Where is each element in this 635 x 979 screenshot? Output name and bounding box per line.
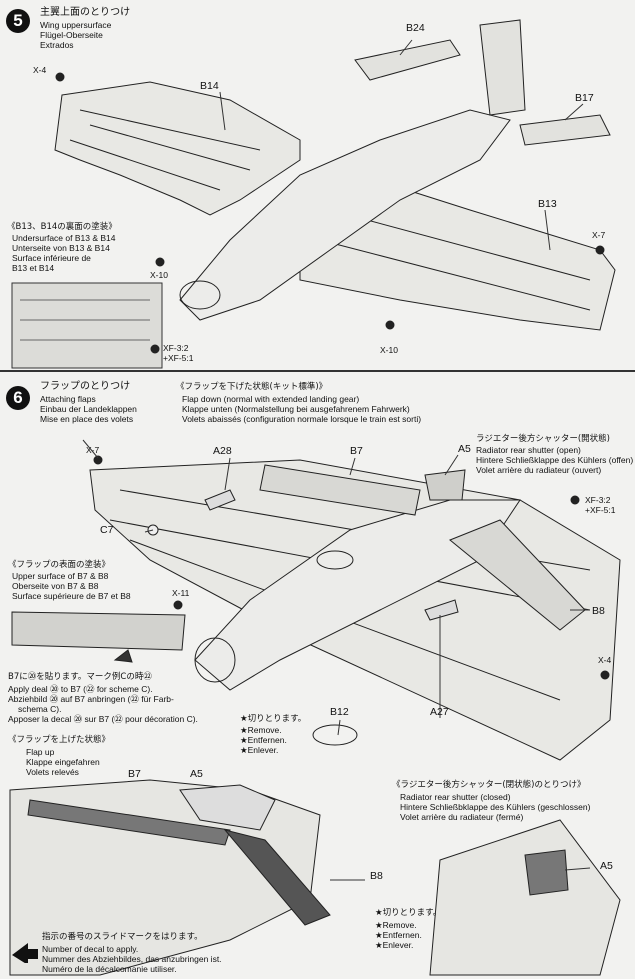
label-x11: X-11 — [172, 588, 190, 598]
flap-paint-jp: 《フラップの表面の塗装》 — [8, 560, 111, 570]
remove2-de: ★Entfernen. — [375, 930, 422, 940]
label-x10-left: X-10 — [150, 270, 168, 280]
step5-title-fr: Extrados — [40, 40, 74, 50]
flap-paint-en: Upper surface of B7 & B8 — [12, 571, 109, 581]
decal-note-jp: B7に⑳を貼ります。マーク例Cの時㉒ — [8, 672, 152, 682]
radiator-open-fr: Volet arrière du radiateur (ouvert) — [476, 465, 602, 475]
label-x7-step6: X-7 — [86, 445, 100, 455]
step6-title-en: Attaching flaps — [40, 394, 96, 404]
tail-drawing — [479, 19, 526, 116]
fuselage-drawing-5 — [179, 109, 511, 321]
decal-legend-en: Number of decal to apply. — [42, 944, 139, 954]
label-x10-right: X-10 — [380, 345, 398, 355]
radiator-closed-en: Radiator rear shutter (closed) — [400, 792, 511, 802]
color-xf32-step6: XF-3:2 — [585, 495, 611, 505]
step-number-5: 5 — [6, 9, 30, 33]
label-b7: B7 — [350, 445, 363, 457]
remove2-en: ★Remove. — [375, 920, 417, 930]
section-divider — [0, 370, 635, 372]
decal-note-fr: Apposer la decal ⑳ sur B7 (㉒ pour décora… — [8, 714, 198, 724]
shutter-a5-drawing — [424, 469, 466, 501]
label-x4-step6: X-4 — [598, 655, 612, 665]
remove-jp: ★切りとります。 — [240, 714, 307, 724]
step6-title-jp: フラップのとりつけ — [40, 381, 131, 392]
radiator-open-jp: ラジエター後方シャッター(開状態) — [476, 434, 610, 444]
decal-legend-de: Nummer des Abziehbildes, das anzubringen… — [42, 954, 222, 964]
paint-note-fr-1: Surface inférieure de — [12, 253, 91, 263]
label-b24: B24 — [406, 22, 425, 34]
color-xf51-step5: +XF-5:1 — [163, 353, 194, 363]
stabilizer-b24-drawing — [354, 39, 461, 81]
flap-down-fr: Volets abaissés (configuration normale l… — [182, 414, 422, 424]
label-a5-closed: A5 — [600, 860, 613, 872]
flap-paint-de: Oberseite von B7 & B8 — [12, 581, 99, 591]
paint-note-jp: 《B13、B14の裏面の塗装》 — [7, 222, 117, 232]
step5-title-de: Flügel-Oberseite — [40, 30, 103, 40]
paint-note-en: Undersurface of B13 & B14 — [12, 233, 116, 243]
stabilizer-b17-drawing — [519, 114, 611, 146]
flap-up-en: Flap up — [26, 747, 55, 757]
label-b8-flap-up: B8 — [370, 870, 383, 882]
remove2-jp: ★切りとります。 — [375, 908, 442, 918]
paint-note-de: Unterseite von B13 & B14 — [12, 243, 110, 253]
remove2-fr: ★Enlever. — [375, 940, 414, 950]
decal-legend-jp: 指示の番号のスライドマークをはります。 — [42, 932, 203, 942]
flap-down-jp: 《フラップを下げた状態(キット標準)》 — [176, 382, 328, 392]
label-b17: B17 — [575, 92, 594, 104]
flap-down-en: Flap down (normal with extended landing … — [182, 394, 360, 404]
radiator-closed-jp: 《ラジエター後方シャッター(閉状態)のとりつけ》 — [392, 780, 586, 790]
decal-arrow-icon — [12, 943, 38, 963]
label-b13: B13 — [538, 198, 557, 210]
decal-legend-fr: Numéro de la décalcomanie utiliser. — [42, 964, 177, 974]
label-c7: C7 — [100, 524, 114, 536]
step5-title-jp: 主翼上面のとりつけ — [40, 7, 131, 18]
step-number-6: 6 — [6, 386, 30, 410]
color-xf32-step5: XF-3:2 — [163, 343, 189, 353]
flap-b7-drawing — [259, 464, 421, 516]
remove-fr: ★Enlever. — [240, 745, 279, 755]
remove-en: ★Remove. — [240, 725, 282, 735]
label-x4: X-4 — [33, 65, 47, 75]
radiator-closed-fr: Volet arrière du radiateur (fermé) — [400, 812, 524, 822]
radiator-open-en: Radiator rear shutter (open) — [476, 445, 581, 455]
flap-paint-fr: Surface supérieure de B7 et B8 — [12, 591, 131, 601]
decal-note-de-2: schema C). — [18, 704, 62, 714]
flap-up-de: Klappe eingefahren — [26, 757, 100, 767]
step6-title-fr: Mise en place des volets — [40, 414, 134, 424]
label-a5: A5 — [458, 443, 471, 455]
label-a5-flap-up: A5 — [190, 768, 203, 780]
flap-up-fr: Volets relevés — [26, 767, 79, 777]
step5-title-en: Wing uppersurface — [40, 20, 112, 30]
radiator-closed-drawing — [429, 819, 621, 976]
label-a28: A28 — [213, 445, 232, 457]
label-x7-step5: X-7 — [592, 230, 606, 240]
decal-note-de-1: Abziehbild ⑳ auf B7 anbringen (㉒ für Far… — [8, 694, 174, 704]
label-a27: A27 — [430, 706, 449, 718]
radiator-closed-de: Hintere Schließbklappe des Kühlers (gesc… — [400, 802, 591, 812]
radiator-open-de: Hintere Schließklappe des Kühlers (offen… — [476, 455, 634, 465]
label-b8: B8 — [592, 605, 605, 617]
paint-note-fr-2: B13 et B14 — [12, 263, 55, 273]
label-b12: B12 — [330, 706, 349, 718]
flap-down-de: Klappe unten (Normalstellung bei ausgefa… — [182, 404, 410, 414]
decal-note-en: Apply deal ⑳ to B7 (㉒ for scheme C). — [8, 684, 153, 694]
remove-de: ★Entfernen. — [240, 735, 287, 745]
label-b7-flap-up: B7 — [128, 768, 141, 780]
flap-up-jp: 《フラップを上げた状態》 — [8, 735, 111, 745]
wing-b14-drawing — [54, 81, 301, 216]
step6-title-de: Einbau der Landeklappen — [40, 404, 137, 414]
label-b14: B14 — [200, 80, 219, 92]
color-xf51-step6: +XF-5:1 — [585, 505, 616, 515]
